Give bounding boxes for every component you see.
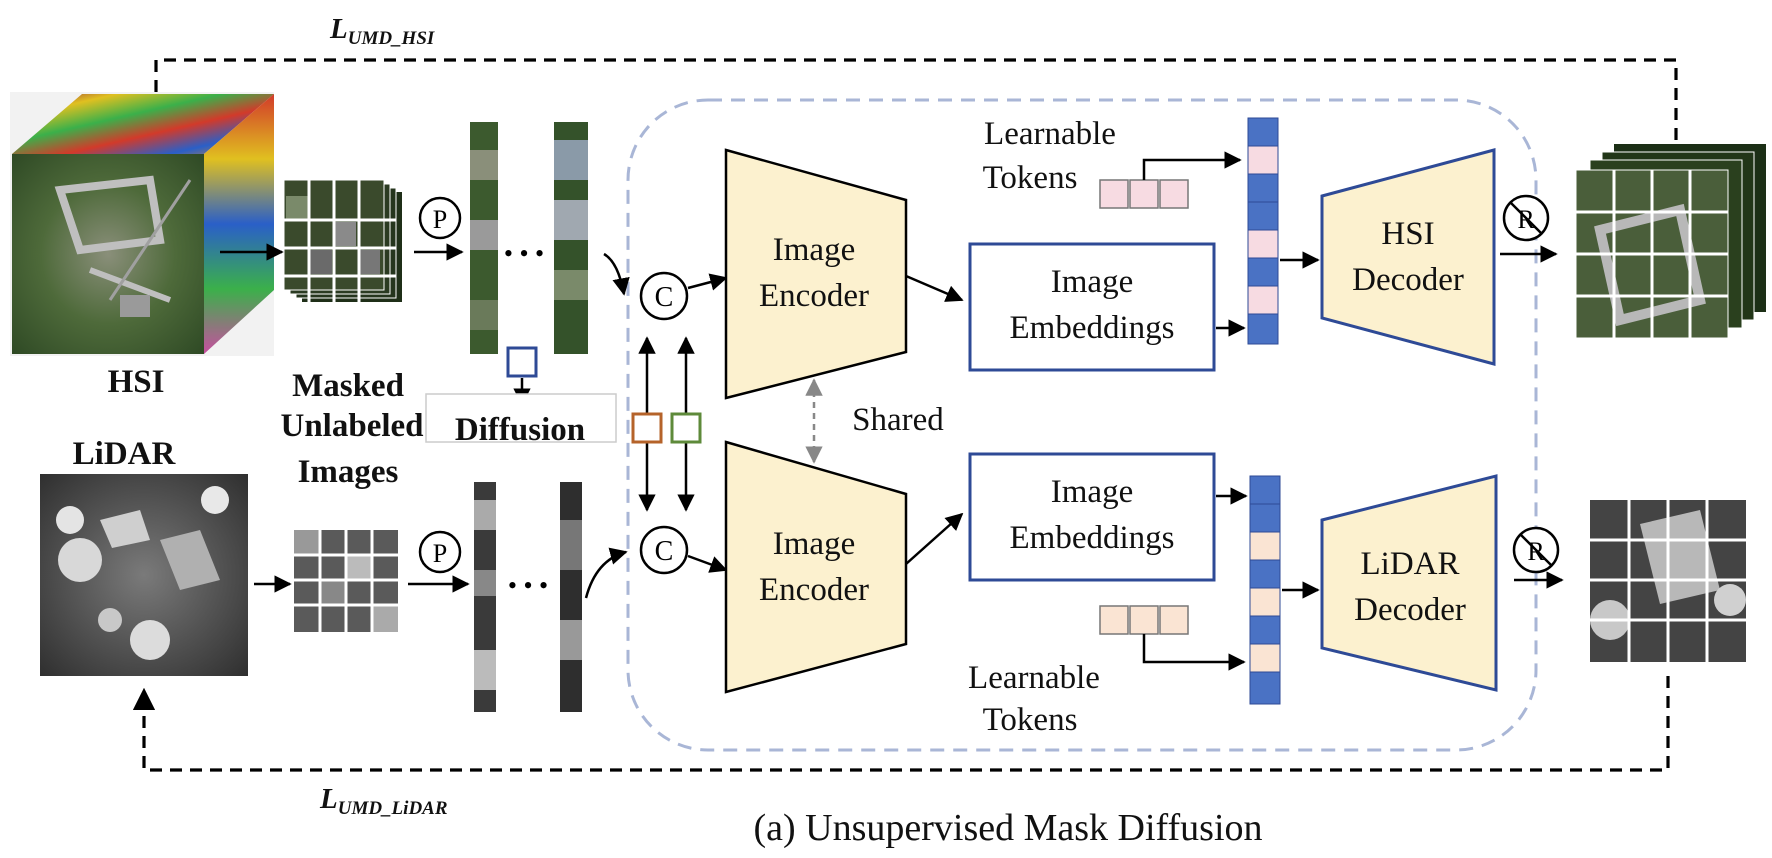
encoder-top-line2: Encoder xyxy=(759,278,869,314)
hsi-decoder-line1: HSI xyxy=(1381,216,1434,252)
embeddings-bottom-line2: Embeddings xyxy=(1010,520,1175,556)
encoder-bottom-line2: Encoder xyxy=(759,572,869,608)
token-column-bottom xyxy=(1249,475,1281,705)
image-encoder-top xyxy=(724,148,908,400)
lidar-image xyxy=(40,474,248,676)
concat-op-top xyxy=(639,271,689,321)
lidar-patch-strip-2 xyxy=(560,482,582,712)
tokens-bottom-line2: Tokens xyxy=(983,702,1078,738)
reconstruct-op-bottom-symbol: R xyxy=(1527,537,1545,566)
hsi-label: HSI xyxy=(108,364,165,400)
image-embeddings-top xyxy=(968,242,1216,372)
patch-op-top xyxy=(418,196,462,240)
loss-lidar-label: LUMD_LiDAR xyxy=(319,783,448,819)
shared-model-region xyxy=(626,98,1538,752)
figure-caption: (a) Unsupervised Mask Diffusion xyxy=(753,807,1262,849)
embeddings-top-line1: Image xyxy=(1051,264,1133,300)
image-embeddings-bottom xyxy=(968,452,1216,582)
learnable-tokens-bottom xyxy=(1099,605,1189,635)
reconstruct-op-top-symbol: R xyxy=(1517,205,1535,234)
patch-op-bottom xyxy=(418,530,462,574)
masked-label-line2: Unlabeled xyxy=(280,408,423,444)
lidar-label: LiDAR xyxy=(73,436,177,472)
hsi-patch-strip-2 xyxy=(554,122,588,354)
reconstruct-op-top xyxy=(1502,194,1550,242)
tokens-top-line2: Tokens xyxy=(983,160,1078,196)
hsi-patch-stack xyxy=(283,179,402,302)
loss-hsi-loop xyxy=(144,58,1678,141)
hsi-decoder xyxy=(1320,148,1496,366)
lidar-decoder-line1: LiDAR xyxy=(1361,546,1460,582)
concat-op-bottom xyxy=(639,525,689,575)
lidar-patch-strip-1 xyxy=(474,482,496,712)
modality-marker-orange xyxy=(631,412,663,444)
patch-op-top-symbol: P xyxy=(433,205,447,234)
lidar-decoder xyxy=(1320,474,1498,692)
concat-op-bottom-symbol: C xyxy=(655,536,674,567)
learnable-tokens-top xyxy=(1099,179,1189,209)
embeddings-bottom-line1: Image xyxy=(1051,474,1133,510)
modality-marker-green xyxy=(670,412,702,444)
loss-lidar-loop xyxy=(132,676,1670,772)
hsi-strip-ellipsis: • • • xyxy=(504,239,544,268)
reconstruct-op-bottom xyxy=(1512,526,1560,574)
masked-label-line1: Masked xyxy=(292,368,404,404)
encoder-top-line1: Image xyxy=(773,232,855,268)
hsi-patch-strip-1 xyxy=(470,122,498,354)
shared-label: Shared xyxy=(852,402,944,438)
embeddings-top-line2: Embeddings xyxy=(1010,310,1175,346)
concat-op-top-symbol: C xyxy=(655,282,674,313)
encoder-bottom-line1: Image xyxy=(773,526,855,562)
tokens-top-line1: Learnable xyxy=(984,116,1116,152)
hsi-decoder-line2: Decoder xyxy=(1352,262,1464,298)
hsi-cube-image xyxy=(10,92,274,356)
diffusion-label: Diffusion xyxy=(455,412,585,448)
image-encoder-bottom xyxy=(724,440,908,694)
lidar-patch-grid xyxy=(294,530,398,632)
lidar-decoder-line2: Decoder xyxy=(1354,592,1466,628)
token-column-top xyxy=(1247,117,1279,345)
tokens-bottom-line1: Learnable xyxy=(968,660,1100,696)
masked-label-line3: Images xyxy=(298,454,399,490)
reconstructed-hsi-stack xyxy=(1575,144,1766,339)
lidar-strip-ellipsis: • • • xyxy=(508,571,548,600)
diffusion-marker xyxy=(506,346,538,378)
reconstructed-lidar-image xyxy=(1590,500,1746,662)
loss-hsi-label: LUMD_HSI xyxy=(329,13,435,49)
diffusion-box xyxy=(425,393,617,443)
patch-op-bottom-symbol: P xyxy=(433,539,447,568)
